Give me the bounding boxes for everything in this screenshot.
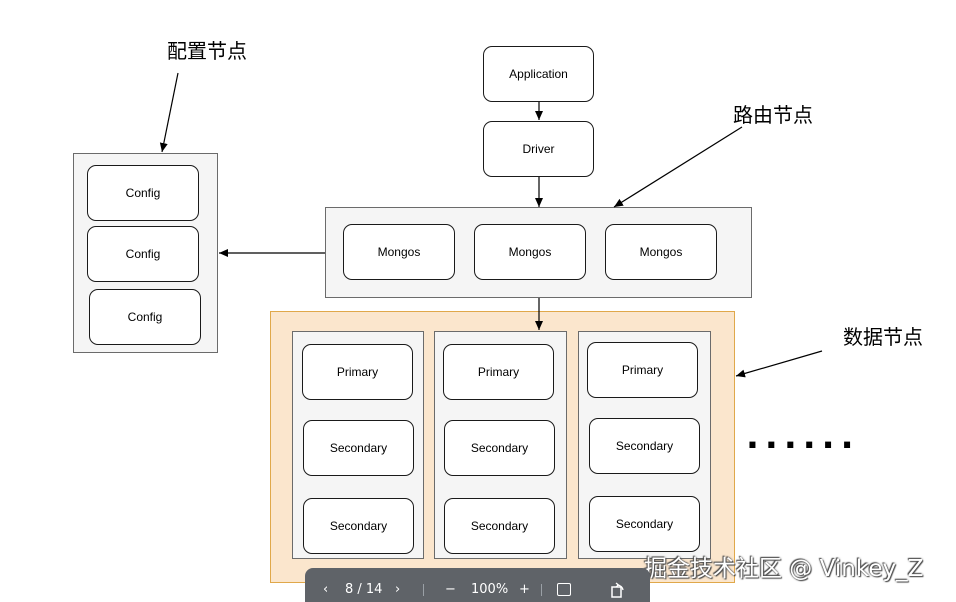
fit-page-icon[interactable] xyxy=(557,583,571,596)
secondary-node-2b: Secondary xyxy=(444,498,555,554)
mongos-node-3: Mongos xyxy=(605,224,717,280)
router-nodes-label: 路由节点 xyxy=(733,103,813,127)
primary-node-1: Primary xyxy=(302,344,413,400)
secondary-node-1b: Secondary xyxy=(303,498,414,554)
arrow-config-label xyxy=(159,72,179,153)
primary-node-2: Primary xyxy=(443,344,554,400)
config-node-3: Config xyxy=(89,289,201,345)
driver-node: Driver xyxy=(483,121,594,177)
viewer-toolbar: ‹ 8 / 14 › − 100% + xyxy=(305,568,650,602)
secondary-node-3b: Secondary xyxy=(589,496,700,552)
config-node-1: Config xyxy=(87,165,199,221)
application-node: Application xyxy=(483,46,594,102)
zoom-level: 100% xyxy=(471,582,509,597)
arrow-router-label xyxy=(613,126,743,208)
rotate-icon[interactable] xyxy=(611,582,624,598)
toolbar-divider xyxy=(423,584,424,596)
mongos-node-2: Mongos xyxy=(474,224,586,280)
config-nodes-label: 配置节点 xyxy=(167,39,247,63)
secondary-node-3a: Secondary xyxy=(589,418,700,474)
more-shards-ellipsis: ...... xyxy=(746,417,860,457)
zoom-in-button[interactable]: + xyxy=(519,582,530,597)
mongos-node-1: Mongos xyxy=(343,224,455,280)
watermark: 掘金技术社区 @ Vinkey_Z xyxy=(644,556,924,582)
primary-node-3: Primary xyxy=(587,342,698,398)
config-node-2: Config xyxy=(87,226,199,282)
prev-page-button[interactable]: ‹ xyxy=(323,582,329,597)
zoom-out-button[interactable]: − xyxy=(445,582,456,597)
arrow-data-label xyxy=(735,350,823,378)
data-nodes-label: 数据节点 xyxy=(843,325,923,349)
toolbar-divider-2 xyxy=(541,584,542,596)
next-page-button[interactable]: › xyxy=(395,582,401,597)
secondary-node-1a: Secondary xyxy=(303,420,414,476)
page-indicator: 8 / 14 xyxy=(345,582,383,597)
secondary-node-2a: Secondary xyxy=(444,420,555,476)
